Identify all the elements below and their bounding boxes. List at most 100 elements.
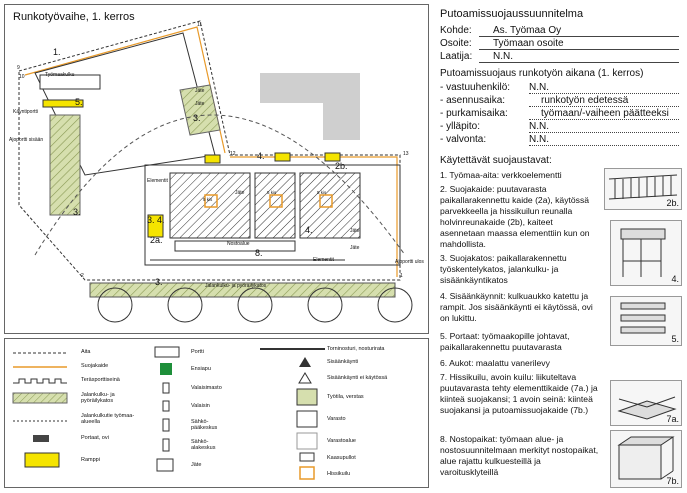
illustration-label: 5. (671, 334, 679, 344)
legend-storage: Varasto (327, 416, 346, 422)
legend-entrance-closed: Sisäänkäynti ei käytössä (327, 375, 388, 381)
protection-label: - ylläpito: (440, 121, 481, 132)
shaft-label: 5 kis (267, 190, 277, 195)
hatched-zone (169, 172, 251, 239)
waste-label: Jäte (195, 101, 205, 107)
item-number: 2. (440, 184, 448, 194)
plan-title: Runkotyövaihe, 1. kerros (13, 11, 135, 23)
kohde-label: Kohde: (440, 25, 472, 36)
point-number: 9 (17, 65, 20, 71)
info-panel: Putoamissuojaussuunnitelma Kohde: As. Ty… (434, 0, 687, 493)
legend-storage-area: Varastoalue (327, 438, 356, 444)
legend-stairs: Portaat, ovi (81, 435, 109, 441)
site-cabins (39, 74, 101, 90)
office-label: Työmaakulku (45, 72, 75, 78)
hatched-zone (254, 172, 296, 239)
used-item: 5. Portaat: työmaakopille johtavat, paik… (440, 331, 600, 353)
gate-label: Käyntiportti (13, 109, 39, 115)
protection-value: N.N. (529, 134, 679, 146)
label-1: 1. (53, 47, 61, 57)
entrance-marker (324, 152, 341, 162)
walkway-canopy (179, 84, 221, 136)
legend-waste: Jäte (191, 462, 202, 468)
illustration-label: 7a. (666, 414, 679, 424)
laatija-label: Laatija: (440, 51, 473, 62)
used-item: 2. Suojakaide: puutavarasta paikallarake… (440, 184, 600, 250)
protection-heading: Putoamissuojaus runkotyön aikana (1. ker… (440, 68, 644, 79)
entrance-marker (204, 154, 221, 164)
gate-label: Ajoportti ulos (395, 259, 424, 265)
elevator-shaft (204, 194, 218, 208)
legend-guardrail: Suojakaide (81, 363, 109, 369)
label-2a: 2a. (150, 235, 163, 245)
legend-ramp: Ramppi (81, 457, 100, 463)
illustration-label: 4. (671, 274, 679, 284)
waste-label: Jäte (235, 190, 245, 196)
lift-area (174, 240, 296, 252)
illustration-7a: 7a. (610, 380, 682, 426)
site-plan: Runkotyövaihe, 1. kerros 1. 5. 3. 3. 3. … (4, 4, 429, 334)
label-8: 8. (255, 248, 263, 258)
illustration-label: 2b. (666, 198, 679, 208)
item-number: 5. (440, 331, 448, 341)
protection-value: työmaan/-vaiheen päätteeksi (529, 108, 679, 120)
point-number: 11 (197, 22, 203, 28)
item-text: Suojakatos: paikallarakennettu työskente… (440, 253, 567, 285)
neighbour-building (323, 100, 360, 140)
shaft-label: 5 kis (203, 197, 213, 202)
legend-gas: Kaasupullot (327, 455, 356, 461)
used-item: 6. Aukot: maalattu vanerilevy (440, 358, 600, 369)
elevator-shaft (269, 194, 283, 208)
pedestrian-canopy (89, 282, 396, 298)
item-number: 1. (440, 170, 448, 180)
canopy-illustration (620, 228, 666, 277)
label-34: 3. 4. (147, 215, 165, 225)
item-text: Sisäänkäynnit: kulkuaukko katettu ja ram… (440, 291, 593, 323)
osoite-value: Työmaan osoite (479, 38, 679, 50)
ramp (42, 99, 84, 108)
illustration-label: 7b. (666, 476, 679, 486)
protection-value: N.N. (529, 121, 679, 133)
hatched-zone (299, 172, 361, 239)
protection-value: runkotyön edetessä (529, 95, 679, 107)
label-4: 4. (305, 225, 313, 235)
storage-label: Elementit (313, 257, 334, 263)
illustration-2b: 2b. (604, 168, 682, 210)
used-item: 7. Hissikuilu, avoin kuilu: liikuteltava… (440, 372, 600, 416)
legend: Aita Suojakaide Teräsporttiseinä Jalanku… (4, 338, 429, 488)
legend-entrance: Sisäänkäynti (327, 359, 359, 365)
item-text: Portaat: työmaakopille johtavat, paikall… (440, 331, 570, 352)
item-number: 7. (440, 372, 448, 382)
waste-label: Jäte (195, 88, 205, 94)
shaft-cover-illustration (617, 436, 675, 480)
laatija-value: N.N. (479, 51, 679, 63)
legend-workspace: Työtila, verstas (327, 394, 364, 400)
illustration-7b: 7b. (610, 430, 682, 488)
walkway-canopy (49, 114, 81, 216)
railing-illustration (608, 174, 678, 200)
legend-light-mast: Valaisimasto (191, 385, 222, 391)
protection-label: - asennusaika: (440, 95, 506, 106)
illustration-4: 4. (610, 220, 682, 286)
legend-steel-wall: Teräsporttiseinä (81, 377, 120, 383)
waste-label: Jäte (350, 228, 360, 234)
legend-walkway: Jalankulkutie työmaa-alueella (81, 413, 135, 425)
point-number: 2 (81, 273, 84, 279)
gate-label: Ajoportti sisään (9, 137, 44, 143)
legend-sub-panel: Sähkö-alakeskus (191, 439, 216, 451)
site-plan-drawing (18, 20, 413, 323)
trees (97, 287, 413, 323)
label-3: 3. (155, 277, 163, 287)
kohde-value: As. Työmaa Oy (479, 25, 679, 37)
item-number: 8. (440, 434, 448, 444)
item-text: Aukot: maalattu vanerilevy (449, 358, 550, 368)
item-number: 4. (440, 291, 448, 301)
used-heading: Käytettävät suojaustavat: (440, 155, 552, 166)
item-text: Nostopaikat: työmaan alue- ja nostosuunn… (440, 434, 599, 477)
protection-label: - valvonta: (440, 134, 487, 145)
label-4: 4. (257, 151, 265, 161)
legend-elevator: Hissikuilu (327, 471, 351, 477)
label-2b: 2b. (335, 161, 348, 171)
label-3: 3. (73, 207, 81, 217)
point-number: 10 (19, 74, 25, 80)
